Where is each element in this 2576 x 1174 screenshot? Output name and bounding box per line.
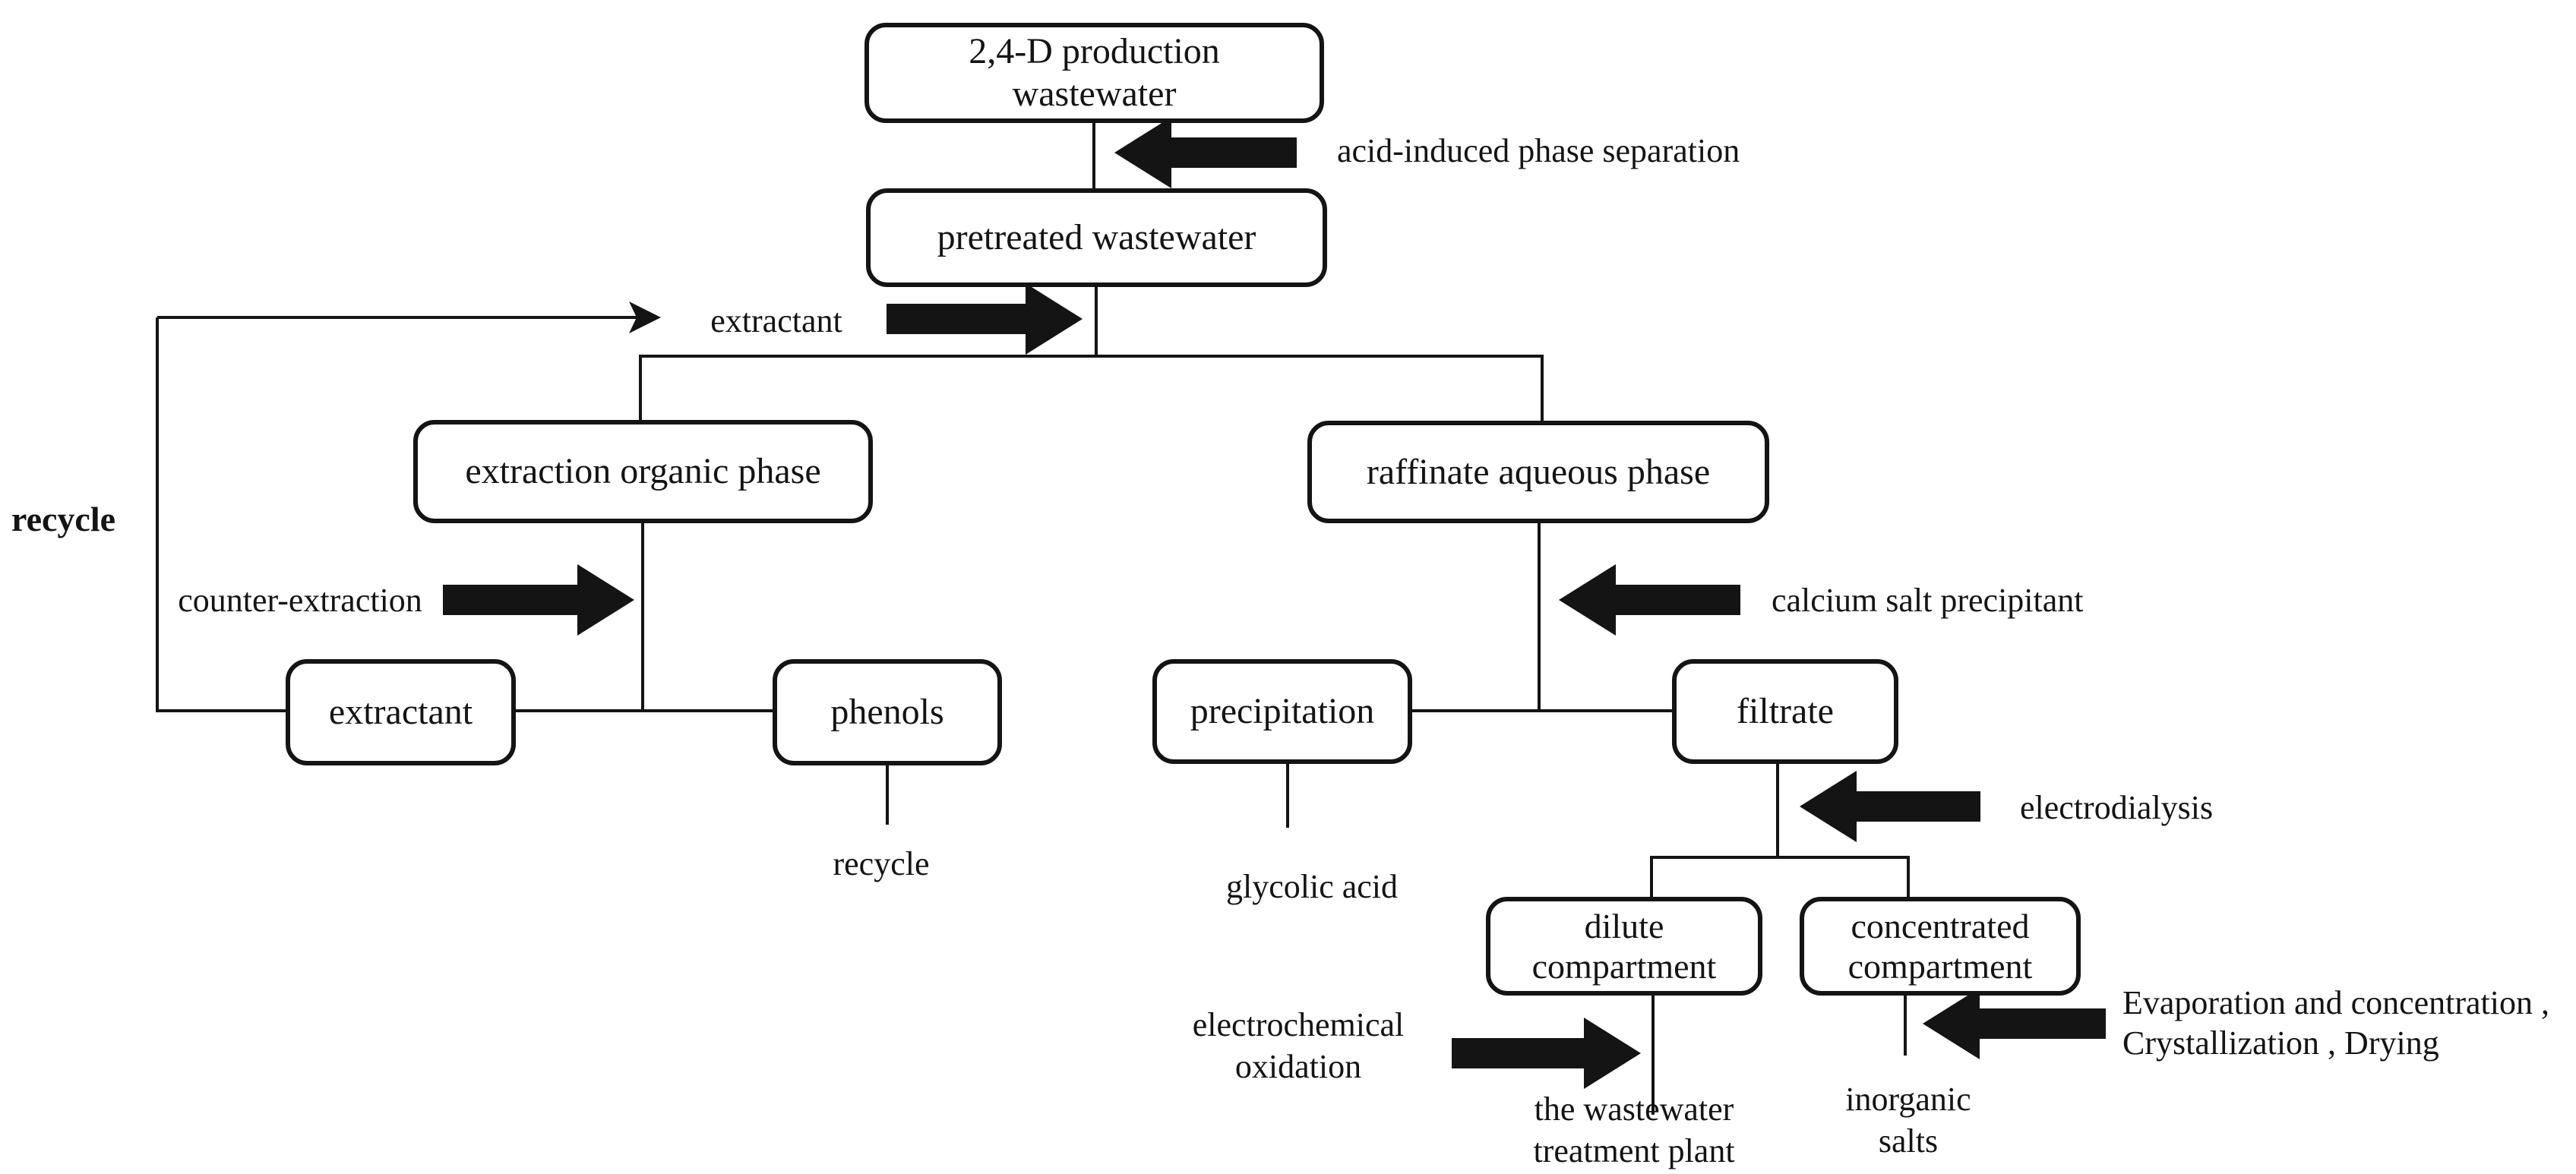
node-filtrate: filtrate [1672, 659, 1898, 764]
node-label: concentrated [1851, 906, 2030, 945]
label-line: salts [1878, 1122, 1939, 1160]
node-concentrated-compartment: concentrated compartment [1800, 897, 2081, 996]
label-inorganic-salts: inorganic salts [1845, 1078, 1971, 1162]
label-line: oxidation [1234, 1048, 1362, 1085]
label-evaporation-crystallization-drying: Evaporation and concentration , Crystall… [2122, 983, 2549, 1063]
node-production-wastewater: 2,4-D production wastewater [864, 23, 1324, 123]
node-label: raffinate aqueous phase [1366, 451, 1711, 492]
node-label: precipitation [1190, 691, 1375, 732]
node-label: extractant [328, 692, 473, 733]
node-label: phenols [830, 692, 944, 733]
node-label: wastewater [1012, 74, 1177, 114]
label-line: Crystallization , Drying [2122, 1024, 2439, 1062]
node-raffinate-aqueous-phase: raffinate aqueous phase [1307, 421, 1769, 523]
label-wastewater-treatment-plant: the wastewater treatment plant [1533, 1088, 1734, 1172]
node-precipitation: precipitation [1152, 659, 1412, 764]
node-label: filtrate [1737, 691, 1834, 732]
label-extractant-feed: extractant [710, 302, 842, 339]
thick-arrow-left-electrodialysis-icon [1800, 771, 1980, 842]
thin-arrow-right-recycle-icon [629, 301, 661, 333]
thick-arrow-left-calcium-icon [1559, 564, 1740, 636]
label-line: the wastewater [1534, 1090, 1734, 1128]
label-acid-induced-phase-separation: acid-induced phase separation [1337, 132, 1740, 169]
label-line: treatment plant [1533, 1132, 1735, 1169]
label-line: inorganic [1845, 1081, 1971, 1118]
node-label: compartment [1531, 947, 1717, 986]
node-label: dilute [1584, 906, 1664, 945]
label-recycle-loop: recycle [11, 500, 116, 538]
thick-arrow-left-evaporation-icon [1923, 988, 2106, 1059]
label-recycle-phenols: recycle [833, 845, 930, 882]
label-electrochemical-oxidation: electrochemical oxidation [1193, 1004, 1404, 1087]
thick-arrow-right-electrochemical-icon [1452, 1018, 1641, 1089]
node-label: pretreated wastewater [937, 217, 1256, 258]
node-extractant: extractant [286, 659, 516, 765]
label-glycolic-acid: glycolic acid [1225, 868, 1399, 905]
node-label: compartment [1847, 947, 2033, 986]
thick-arrow-left-acid-icon [1114, 117, 1297, 188]
label-counter-extraction: counter-extraction [178, 582, 422, 619]
node-label: 2,4-D production [969, 31, 1220, 72]
node-dilute-compartment: dilute compartment [1486, 897, 1762, 996]
node-label: extraction organic phase [465, 451, 821, 492]
label-calcium-salt-precipitant: calcium salt precipitant [1772, 582, 2084, 619]
label-electrodialysis: electrodialysis [2020, 789, 2214, 826]
thick-arrow-right-extractant-icon [887, 283, 1083, 355]
node-phenols: phenols [773, 659, 1002, 765]
label-line: Evaporation and concentration , [2122, 984, 2550, 1021]
label-line: electrochemical [1192, 1006, 1405, 1043]
node-pretreated-wastewater: pretreated wastewater [866, 188, 1327, 287]
node-extraction-organic-phase: extraction organic phase [413, 420, 873, 523]
thick-arrow-right-counter-extraction-icon [443, 564, 634, 636]
